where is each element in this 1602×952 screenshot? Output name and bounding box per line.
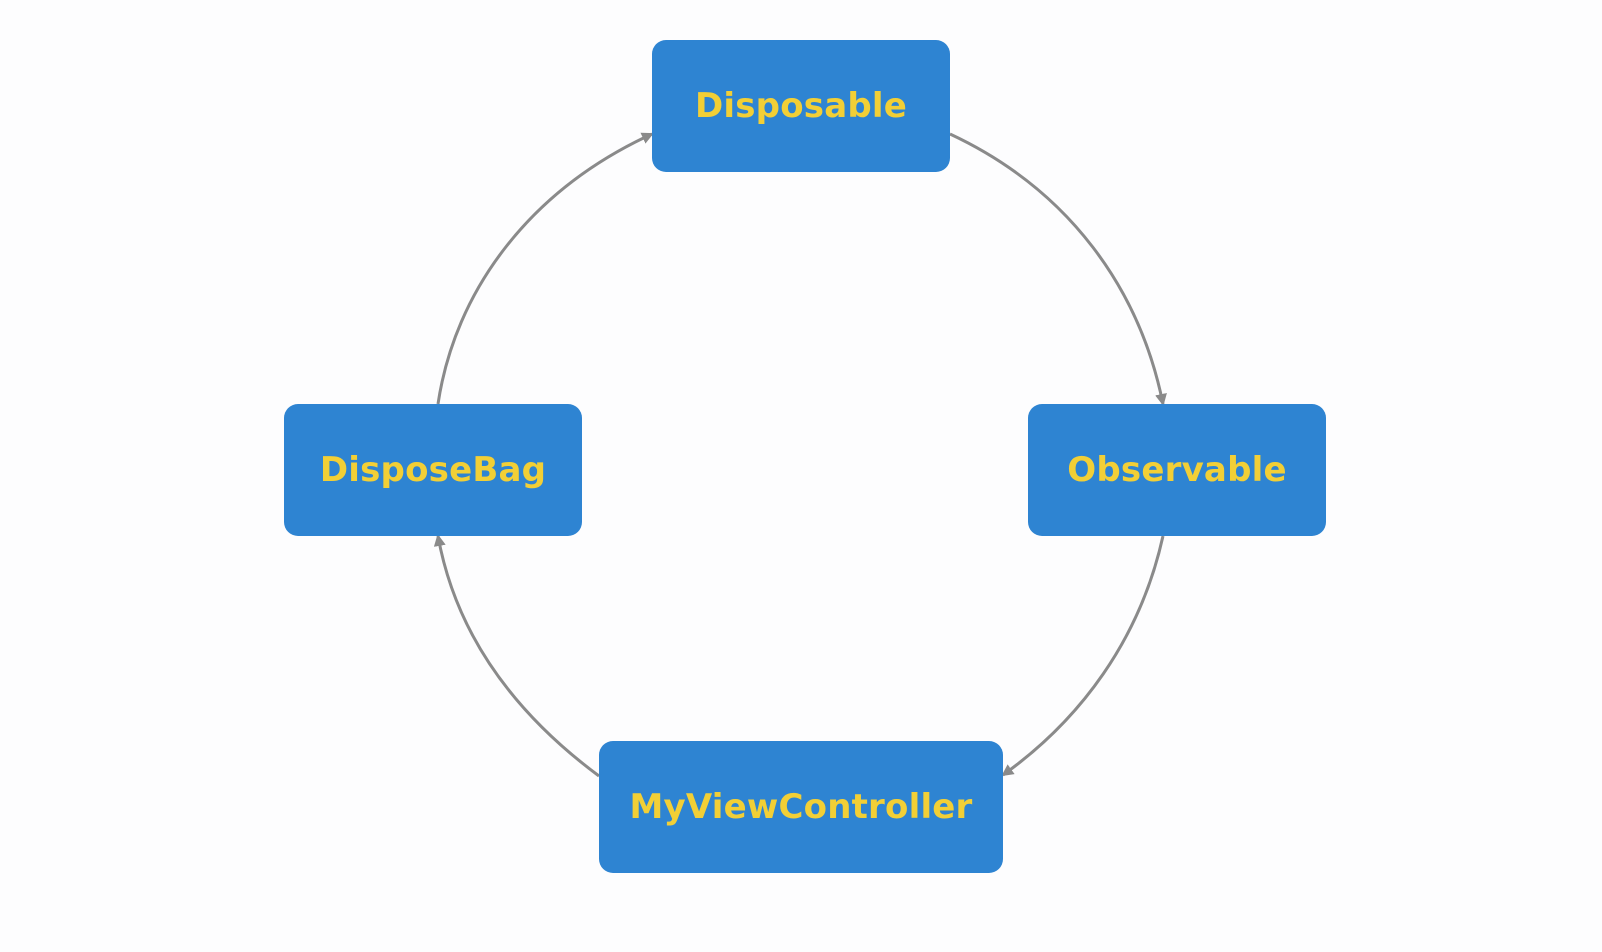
edge-myviewcontroller-to-disposebag: [433, 534, 600, 778]
node-my-view-controller-label: MyViewController: [629, 787, 973, 827]
node-my-view-controller: MyViewController: [599, 741, 1003, 873]
node-dispose-bag-label: DisposeBag: [319, 450, 547, 490]
node-disposable: Disposable: [652, 40, 950, 172]
edge-disposebag-to-disposable: [436, 132, 654, 405]
node-disposable-label: Disposable: [694, 86, 908, 126]
edge-observable-to-myviewcontroller: [1001, 535, 1165, 777]
node-observable-label: Observable: [1067, 450, 1287, 490]
edge-disposable-to-observable: [949, 132, 1167, 406]
node-dispose-bag: DisposeBag: [284, 404, 582, 536]
node-observable: Observable: [1028, 404, 1326, 536]
